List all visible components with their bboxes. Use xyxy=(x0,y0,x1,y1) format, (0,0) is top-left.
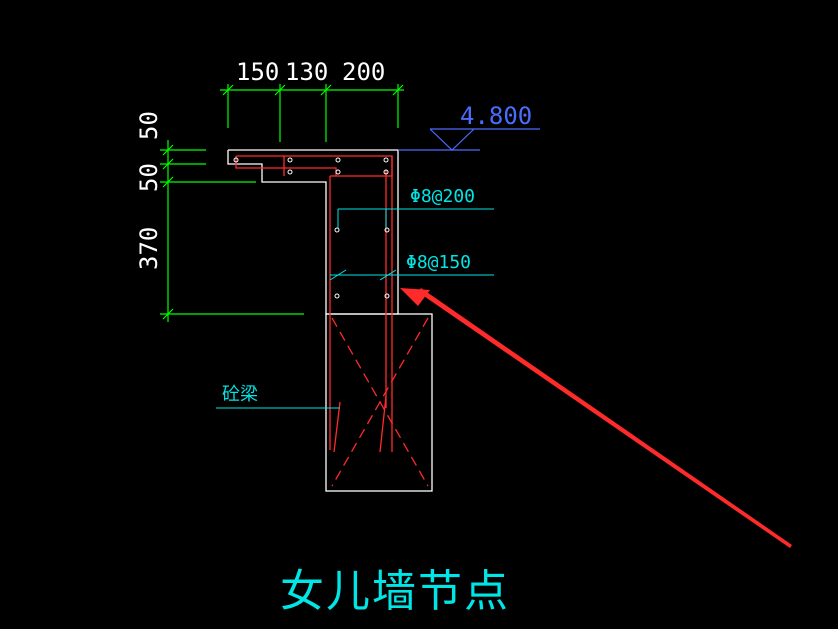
rebar-dot xyxy=(383,169,389,175)
left-dim-tick xyxy=(162,158,174,170)
leader-rebar-150-slash2 xyxy=(379,269,397,281)
rebar-label-150: Φ8@150 xyxy=(406,252,471,273)
top-dim-tick xyxy=(222,84,234,96)
parapet-profile xyxy=(227,149,399,315)
dim-top-130: 130 xyxy=(285,58,328,86)
rebar-dot xyxy=(287,169,293,175)
left-dimensions xyxy=(160,140,304,322)
arrow-head xyxy=(400,288,430,306)
dim-top-150: 150 xyxy=(236,58,279,86)
leader-rebar-150-slash xyxy=(329,269,347,281)
left-dim-tick xyxy=(162,144,174,156)
left-dim-tick xyxy=(162,308,174,320)
dim-left-50-mid: 50 xyxy=(135,163,163,192)
concrete-beam-outline xyxy=(325,313,433,492)
elevation-value: 4.800 xyxy=(460,102,532,130)
rebar-group xyxy=(235,155,429,487)
left-dim-tick xyxy=(162,176,174,188)
elevation-triangle xyxy=(429,128,475,151)
rebar-dots xyxy=(233,157,390,299)
rebar-dot xyxy=(334,293,340,299)
parapet-outline xyxy=(227,149,433,492)
rebar-label-200: Φ8@200 xyxy=(410,186,475,207)
rebar-dot xyxy=(335,169,341,175)
rebar-anchor-right xyxy=(379,395,387,453)
rebar-dot xyxy=(384,293,390,299)
rebar-dot xyxy=(334,227,340,233)
arrow-shaft xyxy=(418,288,792,548)
dim-left-370: 370 xyxy=(135,227,163,270)
rebar-dot xyxy=(287,157,293,163)
rebar-outer-loop xyxy=(235,155,393,177)
beam-label: 砼梁 xyxy=(222,384,258,405)
dim-top-200: 200 xyxy=(342,58,385,86)
beam-cross-line-2 xyxy=(331,317,429,487)
rebar-dot xyxy=(233,157,239,163)
rebar-dot xyxy=(383,157,389,163)
red-arrow xyxy=(400,288,792,548)
annotation-leaders xyxy=(216,208,494,409)
drawing-title: 女儿墙节点 xyxy=(280,566,510,617)
top-dim-tick xyxy=(274,84,286,96)
top-dim-tick xyxy=(320,84,332,96)
top-dim-tick xyxy=(392,84,404,96)
dim-left-50-top: 50 xyxy=(135,111,163,140)
rebar-dot xyxy=(384,227,390,233)
rebar-dot xyxy=(335,157,341,163)
rebar-anchor-left xyxy=(333,401,341,453)
top-dimensions xyxy=(220,84,404,142)
elevation-marker xyxy=(398,128,540,151)
